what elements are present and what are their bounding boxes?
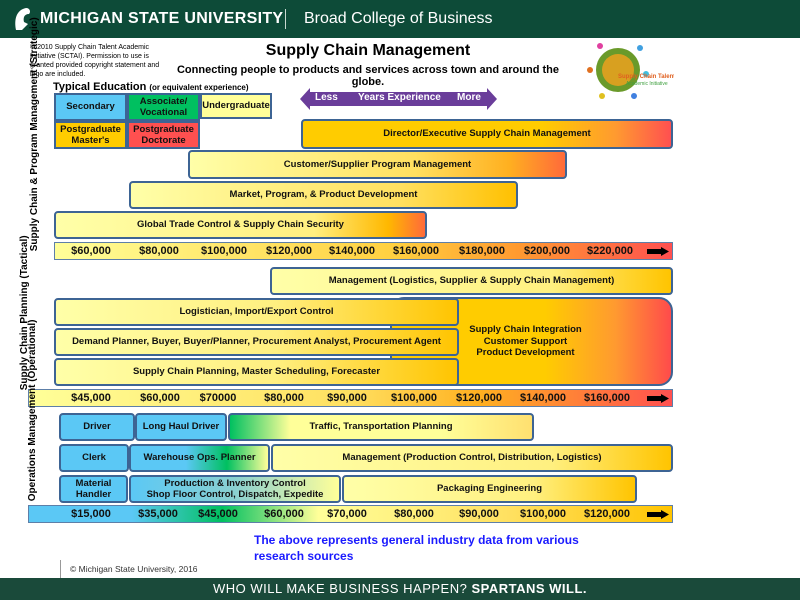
salary-tick: $100,000 (520, 508, 566, 520)
salary-tick: $120,000 (456, 392, 502, 404)
salary-tick: $60,000 (71, 245, 111, 257)
footer-question: WHO WILL MAKE BUSINESS HAPPEN? (212, 581, 472, 596)
role-supply-chain-planning: Supply Chain Planning, Master Scheduling… (54, 358, 459, 386)
footer-answer: SPARTANS WILL. (471, 581, 588, 596)
salary-tick: $45,000 (198, 508, 238, 520)
salary-tick: $80,000 (139, 245, 179, 257)
role-global-trade-control: Global Trade Control & Supply Chain Secu… (54, 211, 427, 239)
operational-section-label: Operations Management (Operational) (26, 319, 38, 502)
salary-tick: $180,000 (459, 245, 505, 257)
role-customer-supplier-program: Customer/Supplier Program Management (188, 150, 567, 179)
salary-tick: $45,000 (71, 392, 111, 404)
salary-tick: $80,000 (394, 508, 434, 520)
role-packaging-engineering: Packaging Engineering (342, 475, 637, 503)
role-long-haul-driver: Long Haul Driver (135, 413, 227, 441)
role-management-production: Management (Production Control, Distribu… (271, 444, 673, 472)
header-bar: MICHIGAN STATE UNIVERSITY Broad College … (0, 0, 800, 38)
salary-tick: $70000 (199, 392, 237, 404)
svg-text:Supply Chain Talent: Supply Chain Talent (618, 74, 674, 80)
education-label: Typical Education (or equivalent experie… (53, 81, 249, 93)
double-arrow-icon (300, 88, 497, 110)
research-note: The above represents general industry da… (254, 533, 579, 563)
salary-tick: $60,000 (140, 392, 180, 404)
page-subtitle: Connecting people to products and servic… (176, 64, 559, 88)
role-traffic-transportation: Traffic, Transportation Planning (228, 413, 534, 441)
salary-tick: $15,000 (71, 508, 111, 520)
sctai-copyright: © 2010 Supply Chain Talent Academic Init… (30, 44, 160, 79)
role-logistician: Logistician, Import/Export Control (54, 298, 459, 326)
salary-tick: $200,000 (524, 245, 570, 257)
years-experience-label: Years Experience (358, 92, 441, 103)
integration-line: Supply Chain Integration (469, 324, 582, 336)
arrow-right-icon (647, 510, 669, 519)
university-name: MICHIGAN STATE UNIVERSITY (40, 10, 284, 27)
edu-undergraduate: Undergraduate (200, 93, 272, 119)
role-demand-planner: Demand Planner, Buyer, Buyer/Planner, Pr… (54, 328, 459, 356)
salary-tick: $35,000 (138, 508, 178, 520)
production-inventory-line: Production & Inventory Control (164, 477, 306, 489)
experience-arrow: Less Years Experience More (300, 88, 497, 110)
role-driver: Driver (59, 413, 135, 441)
salary-tick: $220,000 (587, 245, 633, 257)
salary-tick: $140,000 (329, 245, 375, 257)
customer-support-line: Customer Support (483, 335, 568, 347)
role-material-handler: Material Handler (59, 475, 128, 503)
salary-tick: $120,000 (266, 245, 312, 257)
msu-copyright: © Michigan State University, 2016 (70, 564, 198, 574)
operational-salary-scale: $15,000 $35,000 $45,000 $60,000 $70,000 … (28, 505, 673, 523)
strategic-section-label: Supply Chain & Program Management (Strat… (28, 17, 40, 252)
arrow-right-icon (647, 394, 669, 403)
salary-tick: $160,000 (584, 392, 630, 404)
copyright-divider (60, 560, 61, 578)
more-label: More (457, 92, 481, 103)
salary-tick: $100,000 (201, 245, 247, 257)
education-title: Typical Education (53, 81, 147, 93)
role-warehouse-ops-planner: Warehouse Ops. Planner (129, 444, 270, 472)
role-management-logistics: Management (Logistics, Supplier & Supply… (270, 267, 673, 295)
salary-tick: $120,000 (584, 508, 630, 520)
product-development-line: Product Development (476, 347, 575, 359)
salary-tick: $90,000 (327, 392, 367, 404)
edu-secondary: Secondary (54, 93, 127, 121)
footer-bar: WHO WILL MAKE BUSINESS HAPPEN? SPARTANS … (0, 578, 800, 600)
salary-tick: $90,000 (459, 508, 499, 520)
arrow-right-icon (647, 247, 669, 256)
salary-tick: $100,000 (391, 392, 437, 404)
role-director-executive: Director/Executive Supply Chain Manageme… (301, 119, 673, 149)
strategic-salary-scale: $60,000 $80,000 $100,000 $120,000 $140,0… (54, 242, 673, 260)
salary-tick: $160,000 (393, 245, 439, 257)
edu-doctorate: Postgraduate Doctorate (127, 121, 200, 149)
role-clerk: Clerk (59, 444, 129, 472)
page-title: Supply Chain Management (265, 42, 471, 59)
shop-floor-line: Shop Floor Control, Dispatch, Expedite (146, 489, 324, 500)
edu-masters: Postgraduate Master's (54, 121, 127, 149)
less-label: Less (315, 92, 338, 103)
edu-associate: Associate/ Vocational (127, 93, 200, 121)
spartan-helmet-icon (15, 8, 30, 30)
salary-tick: $80,000 (264, 392, 304, 404)
education-sublabel: (or equivalent experience) (149, 83, 249, 92)
salary-tick: $140,000 (520, 392, 566, 404)
role-production-inventory-control: Production & Inventory Control Shop Floo… (129, 475, 341, 503)
tactical-salary-scale: $45,000 $60,000 $70000 $80,000 $90,000 $… (28, 389, 673, 407)
header-divider (285, 9, 286, 29)
salary-tick: $70,000 (327, 508, 367, 520)
role-market-program-product: Market, Program, & Product Development (129, 181, 518, 209)
salary-tick: $60,000 (264, 508, 304, 520)
college-name: Broad College of Business (304, 10, 493, 27)
svg-text:Academic Initiative: Academic Initiative (626, 81, 668, 87)
